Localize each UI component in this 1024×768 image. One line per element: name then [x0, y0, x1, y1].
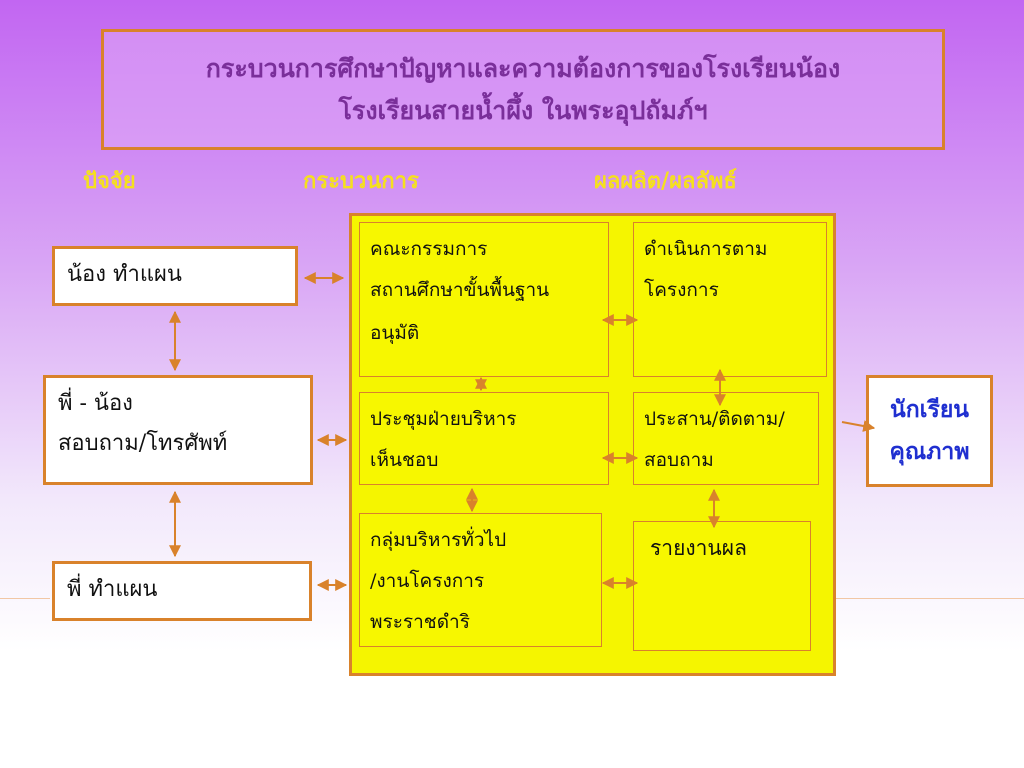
process-text-implement-2: โครงการ — [644, 279, 719, 301]
process-text-implement-1: ดำเนินการตาม — [644, 238, 768, 260]
title-line-1: กระบวนการศึกษาปัญหาและความต้องการของโรงเ… — [205, 53, 841, 83]
process-text-group-2: /งานโครงการ — [370, 570, 485, 592]
process-text-group-1: กลุ่มบริหารทั่วไป — [370, 529, 507, 551]
process-text-report: รายงานผล — [650, 536, 747, 560]
arrow-process-outcome — [841, 420, 876, 432]
factor-label-inquiry: สอบถาม/โทรศัพท์ — [58, 431, 228, 456]
process-text-group-3: พระราชดำริ — [370, 611, 470, 633]
column-header-output: ผลผลิต/ผลลัพธ์ — [594, 168, 737, 194]
title-line-2: โรงเรียนสายน้ำผึ้ง ในพระอุปถัมภ์ฯ — [338, 95, 708, 125]
process-box-committee: คณะกรรมการ สถานศึกษาขั้นพื้นฐาน อนุมัติ — [359, 222, 609, 377]
process-box-coordinate: ประสาน/ติดตาม/ สอบถาม — [633, 392, 819, 485]
decorative-line — [836, 598, 1024, 599]
outcome-label-quality: คุณภาพ — [889, 438, 970, 465]
process-text-meeting-1: ประชุมฝ่ายบริหาร — [370, 408, 517, 430]
process-text-coordinate-1: ประสาน/ติดตาม/ — [644, 408, 785, 430]
factor-label-phi-nong: พี่ - น้อง — [58, 391, 133, 416]
factor-label-nong-plan: น้อง ทำแผน — [67, 262, 182, 287]
outcome-label-student: นักเรียน — [889, 396, 970, 423]
process-box-meeting: ประชุมฝ่ายบริหาร เห็นชอบ — [359, 392, 609, 485]
process-text-meeting-2: เห็นชอบ — [370, 449, 439, 471]
column-header-process: กระบวนการ — [303, 168, 419, 194]
process-box-admin-group: กลุ่มบริหารทั่วไป /งานโครงการ พระราชดำริ — [359, 513, 602, 647]
process-box-report: รายงานผล — [633, 521, 811, 651]
factor-label-phi-plan: พี่ ทำแผน — [67, 577, 158, 602]
process-text-committee-3: อนุมัติ — [370, 322, 420, 344]
title-box: กระบวนการศึกษาปัญหาและความต้องการของโรงเ… — [101, 29, 945, 150]
column-header-factors: ปัจจัย — [83, 168, 136, 194]
outcome-box: นักเรียน คุณภาพ — [866, 375, 993, 487]
process-text-committee-2: สถานศึกษาขั้นพื้นฐาน — [370, 279, 550, 301]
factor-box-nong-plan: น้อง ทำแผน — [52, 246, 298, 306]
factor-box-phi-nong: พี่ - น้อง สอบถาม/โทรศัพท์ — [43, 375, 313, 485]
process-text-coordinate-2: สอบถาม — [644, 449, 714, 471]
factor-box-phi-plan: พี่ ทำแผน — [52, 561, 312, 621]
process-box-implement: ดำเนินการตาม โครงการ — [633, 222, 827, 377]
process-text-committee-1: คณะกรรมการ — [370, 238, 488, 260]
decorative-line-left — [0, 598, 50, 599]
